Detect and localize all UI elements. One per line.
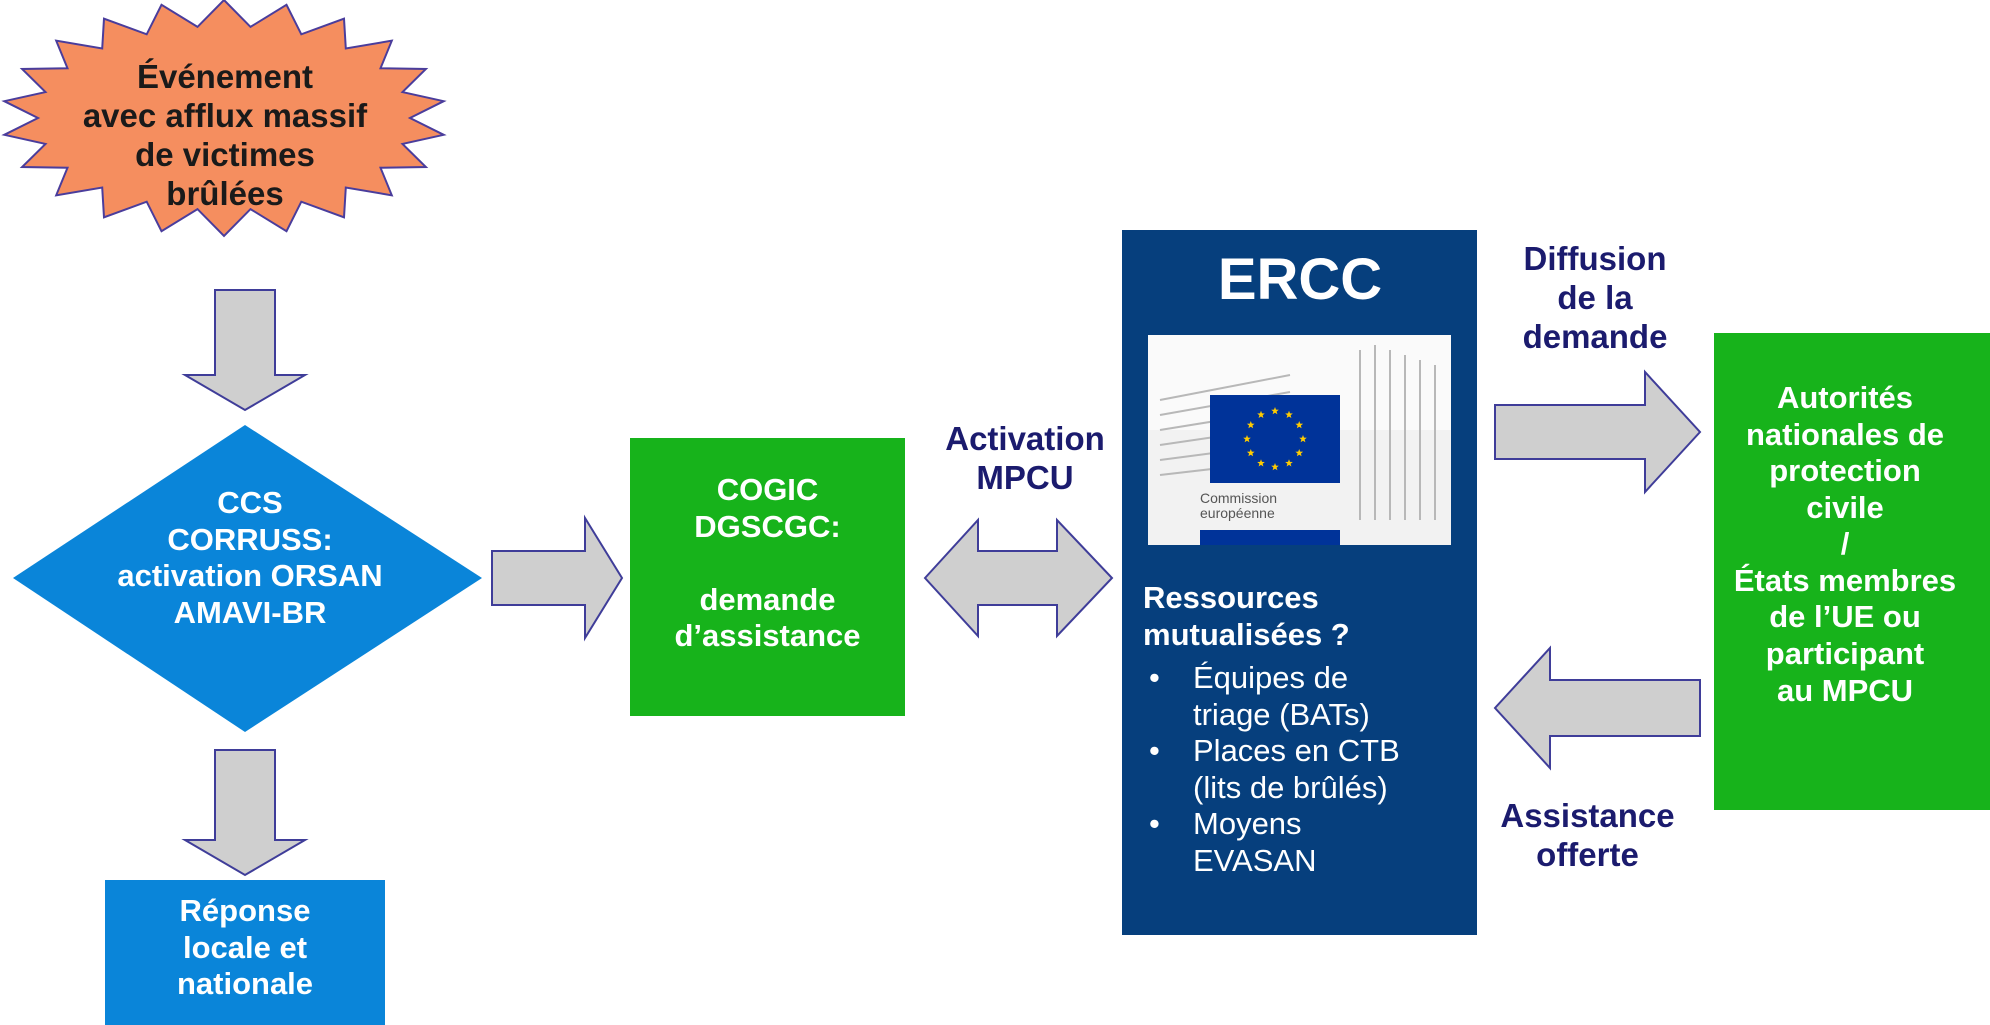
cogic-line: demande [699, 581, 836, 617]
resources-title-line: Ressources [1143, 580, 1319, 615]
eu-star-icon [1257, 410, 1265, 418]
resources-item: • Équipes de triage (BATs) [1143, 660, 1473, 733]
ccs-diamond [13, 425, 482, 732]
arrow-down-to-reponse [181, 749, 309, 877]
commission-caption: Commission européenne [1200, 490, 1310, 522]
cogic-line: DGSCGC: [694, 508, 841, 544]
ccs-label: CCS CORRUSS: activation ORSAN AMAVI-BR [40, 485, 460, 631]
commission-caption-line: européenne [1200, 505, 1275, 522]
reponse-line: nationale [176, 966, 314, 1002]
arrow-double-activation [923, 517, 1114, 639]
autorites-line: de l’UE ou [1769, 599, 1921, 635]
diffusion-line: Diffusion [1523, 240, 1667, 277]
arrow-right-to-cogic [491, 514, 624, 642]
activation-line: Activation [945, 420, 1105, 457]
reponse-box [105, 880, 385, 1025]
commission-logo [1148, 335, 1451, 545]
activation-label: Activation MPCU [925, 420, 1125, 498]
resources-item-line: Équipes de [1193, 660, 1349, 695]
diffusion-label: Diffusion de la demande [1490, 240, 1700, 357]
activation-line: MPCU [976, 458, 1074, 496]
cogic-label: COGIC DGSCGC: demande d’assistance [630, 472, 905, 655]
eu-star-icon [1295, 449, 1304, 457]
autorites-line: au MPCU [1776, 672, 1914, 708]
assistance-line: offerte [1536, 835, 1639, 873]
event-starburst [1, 0, 447, 238]
eu-stars [1243, 407, 1307, 471]
autorites-box [1714, 333, 1990, 810]
cogic-line-blank [630, 545, 905, 582]
reponse-line: Réponse [179, 893, 311, 928]
ercc-title: ERCC [1217, 247, 1383, 312]
event-line: de victimes [135, 135, 315, 173]
bullet-dot: • [1149, 733, 1160, 769]
assistance-line: Assistance [1500, 797, 1675, 834]
autorites-label: Autorités nationales de protection civil… [1700, 380, 1990, 709]
event-label: Événement avec afflux massif de victimes… [60, 58, 390, 214]
autorites-line: / [1840, 526, 1850, 562]
assistance-label: Assistance offerte [1475, 797, 1700, 875]
resources-item-line: Moyens [1193, 806, 1302, 842]
resources-item-line: EVASAN [1193, 842, 1317, 878]
ccs-line: CORRUSS: [167, 521, 333, 557]
arrow-down-to-ccs [181, 289, 309, 412]
commission-caption-line: Commission [1200, 490, 1278, 506]
resources-title: Ressources mutualisées ? [1143, 580, 1473, 653]
ccs-line: CCS [217, 485, 283, 520]
reponse-line: locale et [182, 929, 308, 965]
eu-star-icon [1243, 435, 1251, 443]
event-line: brûlées [166, 174, 284, 212]
resources-item: • Places en CTB (lits de brûlés) [1143, 733, 1473, 806]
resources-title-line: mutualisées ? [1143, 616, 1350, 652]
eu-star-icon [1246, 421, 1255, 429]
eu-star-icon [1246, 449, 1255, 457]
autorites-line: civile [1806, 489, 1884, 525]
autorites-line: États membres [1733, 562, 1957, 598]
resources-item-line: (lits de brûlés) [1193, 769, 1388, 805]
autorites-line: nationales de [1745, 416, 1945, 452]
resources-item: • Moyens EVASAN [1143, 806, 1473, 879]
resources-list: • Équipes de triage (BATs) • Places en C… [1143, 660, 1473, 879]
autorites-line: Autorités [1776, 380, 1914, 415]
autorites-line: protection [1769, 453, 1921, 489]
resources-item-line: triage (BATs) [1193, 696, 1370, 732]
eu-star-icon [1299, 435, 1307, 443]
eu-star-icon [1271, 463, 1279, 471]
event-line: Événement [136, 58, 314, 95]
cogic-box [630, 438, 905, 716]
ccs-line: activation ORSAN [117, 558, 383, 594]
ccs-line: AMAVI-BR [173, 594, 327, 630]
eu-star-icon [1285, 410, 1293, 418]
eu-star-icon [1271, 407, 1279, 415]
reponse-label: Réponse locale et nationale [105, 893, 385, 1003]
resources-item-line: Places en CTB [1193, 733, 1400, 769]
cogic-line: d’assistance [674, 618, 861, 654]
cogic-line: COGIC [716, 472, 819, 507]
bullet-dot: • [1149, 806, 1160, 842]
diffusion-line: de la [1557, 278, 1633, 316]
eu-star-icon [1285, 459, 1293, 467]
diffusion-line: demande [1522, 317, 1668, 355]
event-line: avec afflux massif [82, 96, 368, 134]
arrow-right-diffusion [1494, 369, 1702, 495]
eu-star-icon [1257, 459, 1265, 467]
eu-star-icon [1295, 421, 1304, 429]
autorites-line: participant [1765, 636, 1925, 672]
bullet-dot: • [1149, 660, 1160, 695]
arrow-left-assistance [1493, 645, 1701, 771]
